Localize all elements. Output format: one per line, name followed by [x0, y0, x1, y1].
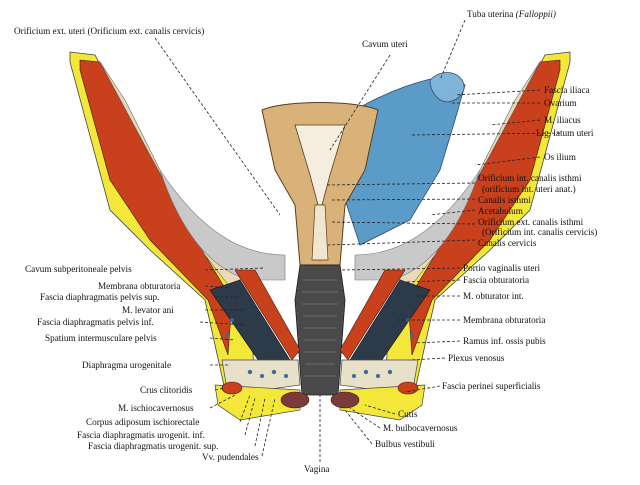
label-cutis: Cutis: [398, 409, 418, 419]
vagina-rugae: [302, 279, 338, 377]
label-orif-ext-canalis-isthmi: Orificium ext. canalis isthmi: [478, 217, 584, 227]
left-levator-ani: [234, 269, 301, 361]
label-orif-int-canalis-isthmi: Orificium int. canalis isthmi: [478, 173, 582, 183]
label-vagina: Vagina: [304, 464, 330, 474]
label-ovarium: Ovarium: [544, 98, 577, 108]
right-bulbus-vestibuli: [330, 391, 360, 409]
label-orif-int-uteri-anat: (orificium int. uteri anat.): [482, 184, 576, 194]
right-levator-ani: [339, 269, 406, 361]
label-spatium-intermusculare: Spatium intermusculare pelvis: [45, 333, 157, 343]
label-tuba-uterina: Tuba uterina (Falloppii): [467, 9, 556, 19]
label-acetabulum: Acetabulum: [478, 206, 523, 216]
label-crus-clitoridis: Crus clitoridis: [140, 385, 193, 395]
label-fascia-diaphr-urogenit-sup: Fascia diaphragmatis urogenit. sup.: [88, 441, 218, 451]
leader-lines: [154, 19, 561, 462]
label-m-levator-ani: M. levator ani: [122, 305, 174, 315]
left-crus-clitoridis: [221, 381, 243, 395]
right-crus-clitoridis: [397, 381, 419, 395]
label-orif-int-canalis-cervicis: (Orificium int. canalis cervicis): [482, 227, 597, 237]
label-fascia-diaphr-pelvis-inf: Fascia diaphragmatis pelvis inf.: [37, 317, 154, 327]
label-m-obturator-int: M. obturator int.: [463, 291, 524, 301]
label-canalis-isthmi: Canalis isthmi: [478, 195, 531, 205]
label-vv-pudendales: Vv. pudendales: [202, 452, 259, 462]
vagina: [294, 264, 346, 396]
cavum-subperitoneale: [159, 169, 286, 281]
canalis-cervicis: [311, 204, 329, 261]
label-bulbus-vestibuli: Bulbus vestibuli: [375, 439, 435, 449]
label-m-ischiocavernosus: M. ischiocavernosus: [118, 403, 194, 413]
label-cavum-uteri: Cavum uteri: [362, 39, 408, 49]
label-membrana-obturatoria-left: Membrana obturatoria: [98, 281, 180, 291]
tuba-uterina: [429, 72, 465, 103]
label-orificium-ext-uteri: Orificium ext. uteri (Orificium ext. can…: [14, 26, 204, 36]
label-fascia-iliaca: Fascia iliaca: [544, 85, 590, 95]
label-fascia-obturatoria: Fascia obturatoria: [463, 275, 529, 285]
label-ramus-inf-ossis-pubis: Ramus inf. ossis pubis: [463, 336, 546, 346]
label-fascia-perinei: Fascia perinei superficialis: [442, 381, 541, 391]
label-cavum-subperitoneale: Cavum subperitoneale pelvis: [25, 264, 132, 274]
label-membrana-obturatoria-right: Membrana obturatoria: [463, 315, 545, 325]
label-canalis-cervicis: Canalis cervicis: [478, 238, 537, 248]
labels: Orificium ext. uteri (Orificium ext. can…: [14, 9, 597, 474]
label-corpus-adiposum: Corpus adiposum ischiorectale: [86, 417, 199, 427]
label-portio-vaginalis: Portio vaginalis uteri: [463, 263, 541, 273]
label-os-ilium: Os ilium: [544, 152, 576, 162]
label-diaphragma-urogenitale: Diaphragma urogenitale: [82, 360, 171, 370]
cavum-subperitoneale-right: [354, 169, 481, 281]
left-bulbus-vestibuli: [280, 391, 310, 409]
label-fascia-diaphr-urogenit-inf: Fascia diaphragmatis urogenit. inf.: [77, 430, 205, 440]
label-plexus-venosus: Plexus venosus: [448, 353, 505, 363]
label-fascia-diaphr-pelvis-sup: Fascia diaphragmatis pelvis sup.: [40, 292, 159, 302]
label-m-bulbocavernosus: M. bulbocavernosus: [383, 423, 458, 433]
label-m-iliacus: M. iliacus: [544, 115, 581, 125]
plexus-venosus-dots: [226, 318, 414, 378]
label-lig-latum-uteri: Lig. latum uteri: [536, 128, 594, 138]
